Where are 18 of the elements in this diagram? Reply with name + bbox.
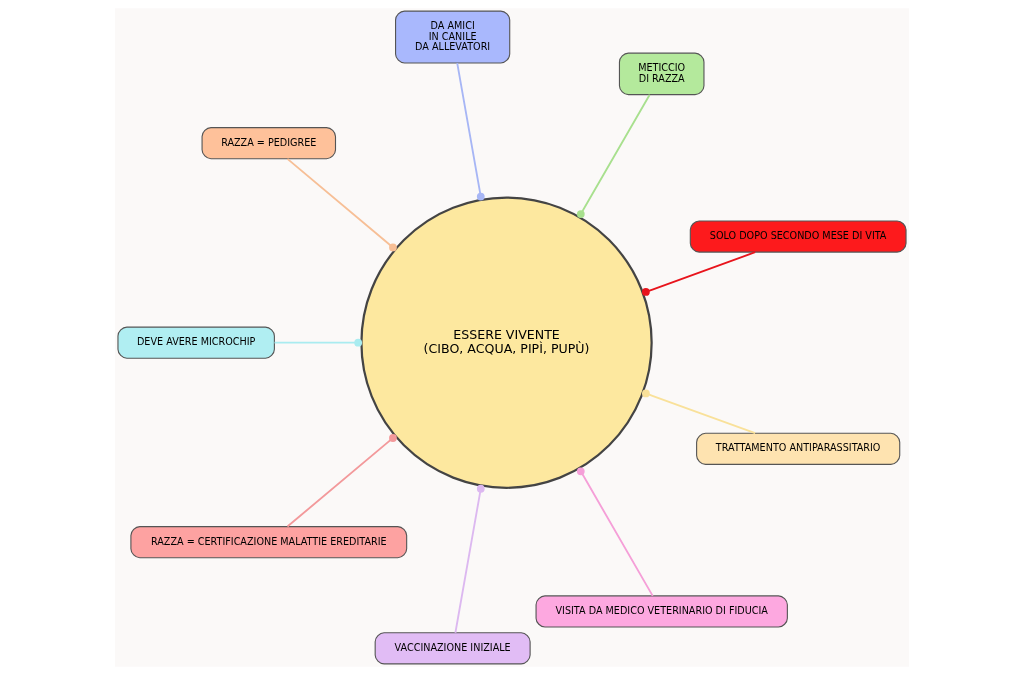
connector <box>286 434 397 528</box>
connector <box>273 338 363 347</box>
connector <box>286 157 397 252</box>
node-box: TRATTAMENTO ANTIPARASSITARIO <box>696 432 901 465</box>
node-box: DA AMICI IN CANILE DA ALLEVATORI <box>395 10 511 64</box>
node-box: DEVE AVERE MICROCHIP <box>117 326 275 359</box>
node-box: VACCINAZIONE INIZIALE <box>374 632 531 665</box>
connector <box>456 62 485 201</box>
connector <box>576 93 651 218</box>
connector <box>454 484 485 634</box>
node-box: METICCIO DI RAZZA <box>618 52 705 96</box>
node-box: SOLO DOPO SECONDO MESE DI VITA <box>689 220 907 253</box>
node-box: RAZZA = CERTIFICAZIONE MALATTIE EREDITARIE <box>130 526 408 559</box>
node-box: VISITA DA MEDICO VETERINARIO DI FIDUCIA <box>535 595 788 628</box>
connector <box>642 251 757 296</box>
node-box: RAZZA = PEDIGREE <box>201 127 337 160</box>
connector <box>576 467 654 597</box>
connector <box>642 389 757 435</box>
